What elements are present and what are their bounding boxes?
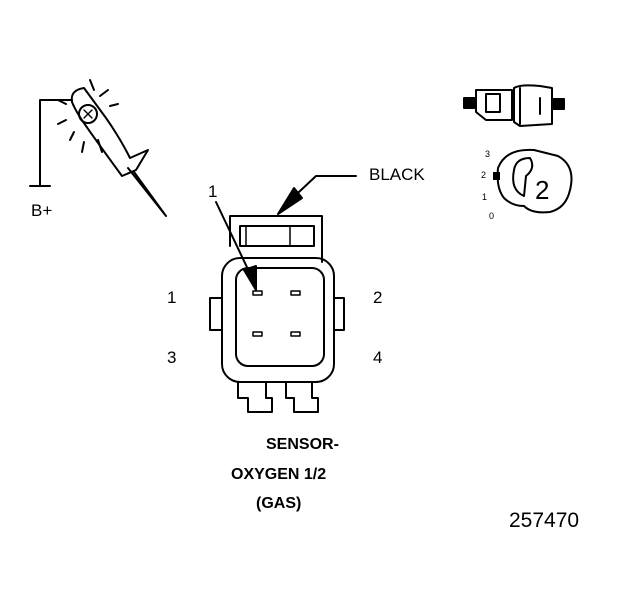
- component-name-line-2: OXYGEN 1/2: [231, 466, 327, 483]
- supply-voltage-label: B+: [31, 201, 53, 220]
- component-name-line-1: SENSOR-: [266, 436, 339, 453]
- connector-face: [209, 215, 345, 413]
- pin-3-label: 3: [167, 348, 177, 367]
- dial-tick-1: 1: [482, 192, 488, 202]
- dial-tick-2: 2: [481, 170, 487, 180]
- wire-color-label: BLACK: [369, 165, 425, 184]
- pin-1-label: 1: [167, 288, 177, 307]
- dial-tick-3: 3: [485, 149, 491, 159]
- dial-tick-0: 0: [489, 211, 495, 221]
- pin-4-label: 4: [373, 348, 383, 367]
- pin-2-label: 2: [373, 288, 383, 307]
- figure-number: 257470: [509, 509, 580, 532]
- position-selector-dial: [493, 148, 573, 214]
- pin-callout-number: 1: [208, 182, 218, 201]
- wire-color-callout-arrow: [277, 175, 357, 215]
- test-light-probe-icon: [29, 79, 167, 217]
- component-name-line-3: (GAS): [256, 495, 302, 512]
- dial-selected-position: 2: [535, 175, 550, 205]
- probe-adapter-icon: [463, 84, 565, 127]
